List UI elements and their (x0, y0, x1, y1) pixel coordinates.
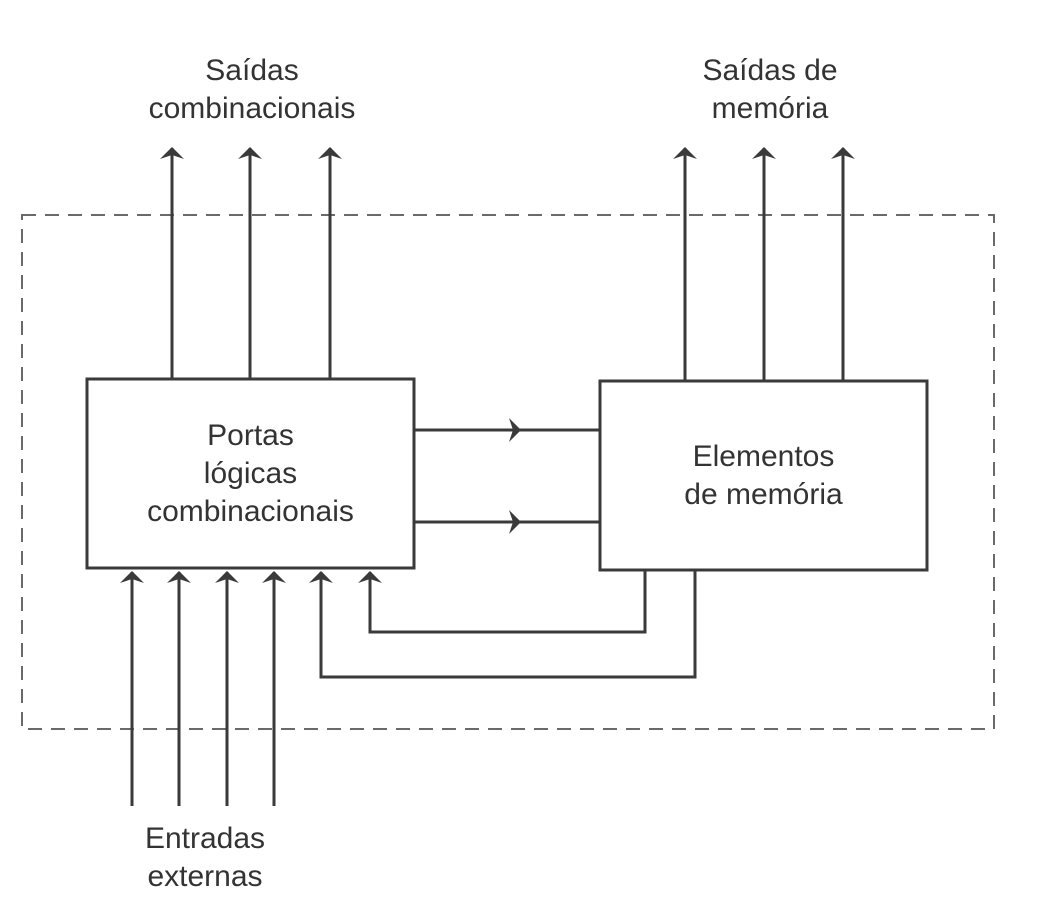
memory-outputs-label-line2: memória (711, 92, 829, 125)
combinational-block-label: Portas lógicas combinacionais (89, 381, 412, 566)
external-inputs-label-line1: Entradas (144, 822, 266, 855)
memory-block-label-line2: de memória (684, 477, 843, 511)
memory-output-arrows (673, 147, 855, 381)
combinational-block-label-line1: Portas (207, 418, 294, 452)
memory-outputs-label: Saídas de memória (660, 52, 880, 128)
external-inputs-label-line2: externas (147, 860, 263, 893)
feedback-paths (309, 570, 697, 679)
memory-block-label-line1: Elementos (692, 439, 835, 473)
memory-elements-block (598, 379, 929, 572)
feedback-path-outer (309, 570, 697, 679)
memory-block-label: Elementos de memória (602, 383, 925, 568)
combinational-outputs-label-line1: Saídas (205, 54, 299, 87)
system-boundary (21, 214, 995, 730)
memory-outputs-label-line1: Saídas de (702, 54, 838, 87)
combinational-output-arrows (160, 147, 342, 379)
combinational-block-label-line3: combinacionais (147, 494, 354, 528)
logic-to-memory-connections (414, 418, 600, 534)
feedback-path-inner (358, 570, 647, 634)
combinational-outputs-label-line2: combinacionais (148, 92, 356, 125)
combinational-outputs-label: Saídas combinacionais (127, 52, 377, 128)
external-inputs-label: Entradas externas (105, 820, 305, 896)
external-input-arrows (120, 571, 286, 806)
combinational-block-label-line2: lógicas (203, 456, 298, 490)
combinational-logic-block (85, 377, 416, 570)
